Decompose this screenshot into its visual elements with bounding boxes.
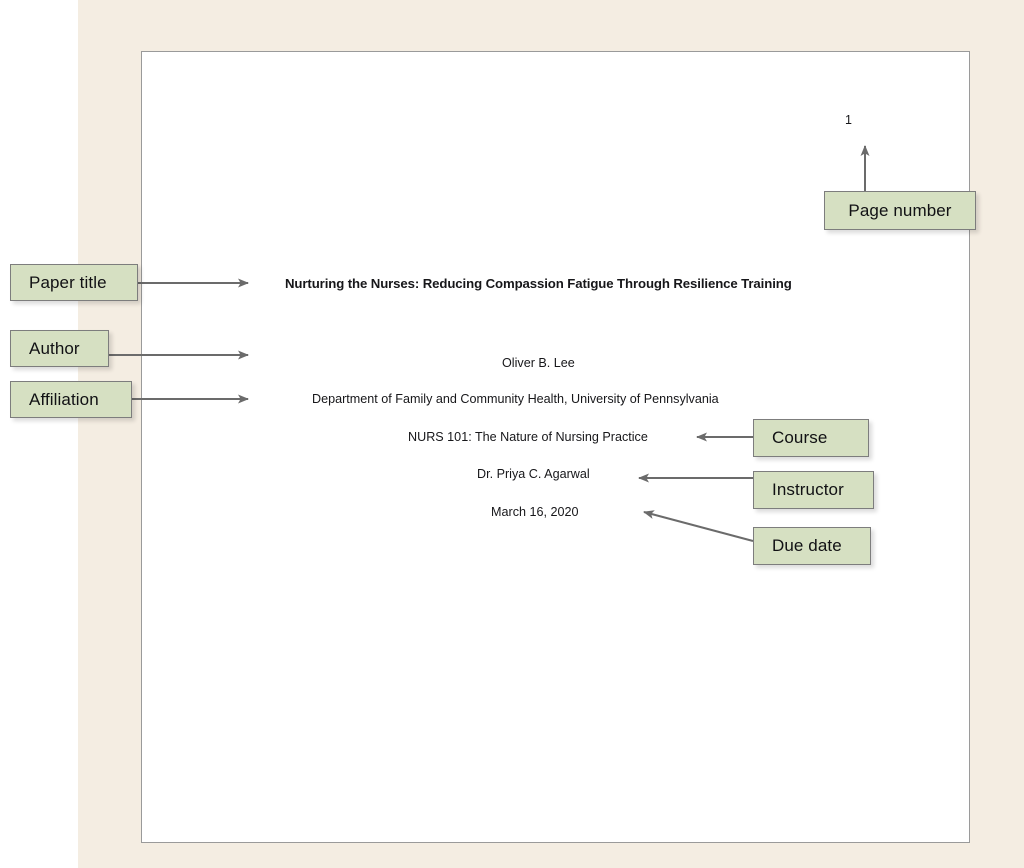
document-due-date: March 16, 2020 bbox=[491, 505, 579, 519]
callout-course-label: Course bbox=[772, 428, 828, 447]
document-course: NURS 101: The Nature of Nursing Practice bbox=[408, 430, 648, 444]
callout-page-number-label: Page number bbox=[848, 200, 952, 220]
document-author: Oliver B. Lee bbox=[502, 356, 575, 370]
callout-course[interactable]: Course bbox=[753, 419, 869, 457]
callout-author-label: Author bbox=[29, 338, 80, 358]
callout-page-number[interactable]: Page number bbox=[824, 191, 976, 230]
document-affiliation: Department of Family and Community Healt… bbox=[312, 392, 719, 406]
document-instructor: Dr. Priya C. Agarwal bbox=[477, 467, 590, 481]
callout-affiliation-label: Affiliation bbox=[29, 389, 99, 409]
callout-author[interactable]: Author bbox=[10, 330, 109, 367]
callout-instructor[interactable]: Instructor bbox=[753, 471, 874, 509]
callout-paper-title-label: Paper title bbox=[29, 272, 107, 292]
callout-affiliation[interactable]: Affiliation bbox=[10, 381, 132, 418]
document-page-number: 1 bbox=[845, 113, 852, 127]
callout-due-date[interactable]: Due date bbox=[753, 527, 871, 565]
callout-paper-title[interactable]: Paper title bbox=[10, 264, 138, 301]
callout-due-date-label: Due date bbox=[772, 536, 842, 555]
callout-instructor-label: Instructor bbox=[772, 480, 844, 499]
document-title: Nurturing the Nurses: Reducing Compassio… bbox=[285, 276, 792, 291]
